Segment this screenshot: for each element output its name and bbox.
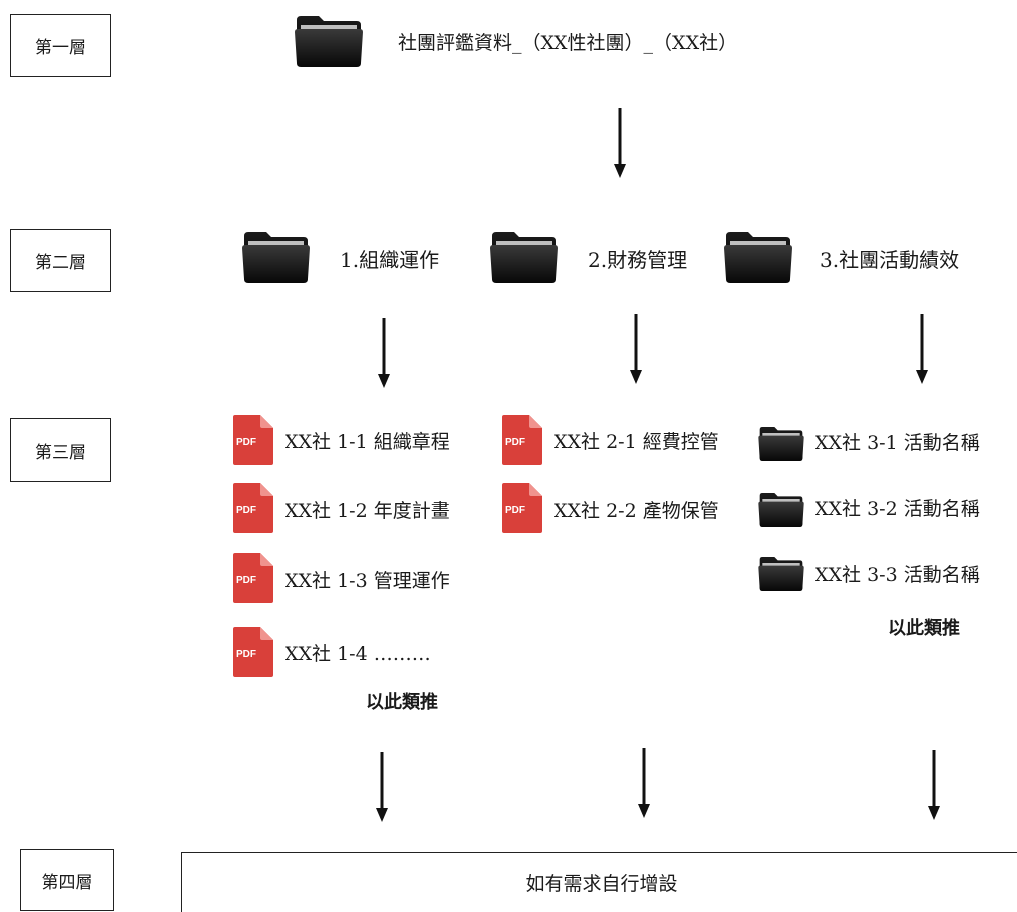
layer-4-text: 第四層: [41, 872, 93, 893]
file-1-4-label[interactable]: XX社 1-4 ………: [285, 643, 431, 665]
folder-icon[interactable]: [240, 228, 312, 284]
file-1-2-label[interactable]: XX社 1-2 年度計畫: [285, 500, 450, 522]
pdf-badge: PDF: [236, 437, 256, 448]
folder-icon[interactable]: [757, 424, 805, 462]
file-2-2-label[interactable]: XX社 2-2 產物保管: [554, 500, 719, 522]
folder-icon[interactable]: [757, 490, 805, 528]
pdf-badge: PDF: [236, 649, 256, 660]
pdf-file-2-1[interactable]: PDF: [499, 414, 543, 466]
bottom-note: 如有需求自行增設: [525, 873, 678, 895]
root-folder-label[interactable]: 社團評鑑資料_（XX性社團）_（XX社）: [398, 32, 738, 54]
arrow-down-icon: [614, 108, 626, 178]
category-1-label[interactable]: 1.組織運作: [340, 248, 440, 272]
layer-3-label: 第三層: [10, 418, 111, 482]
category-3-label[interactable]: 3.社團活動績效: [820, 248, 960, 272]
layer-1-text: 第一層: [35, 38, 86, 58]
layer-4-label: 第四層: [20, 849, 114, 911]
file-1-3-label[interactable]: XX社 1-3 管理運作: [285, 570, 450, 592]
file-2-1-label[interactable]: XX社 2-1 經費控管: [554, 431, 719, 453]
pdf-file-1-1[interactable]: PDF: [230, 414, 274, 466]
folder-3-1-label[interactable]: XX社 3-1 活動名稱: [815, 432, 980, 454]
layer-3-text: 第三層: [35, 442, 86, 463]
file-1-1-label[interactable]: XX社 1-1 組織章程: [285, 431, 450, 453]
arrow-down-icon: [630, 314, 642, 384]
folder-3-3-label[interactable]: XX社 3-3 活動名稱: [815, 564, 980, 586]
col3-etc-note: 以此類推: [888, 618, 960, 639]
pdf-file-1-4[interactable]: PDF: [230, 626, 274, 678]
layer-1-label: 第一層: [10, 14, 111, 77]
folder-icon[interactable]: [488, 228, 560, 284]
pdf-badge: PDF: [505, 437, 525, 448]
pdf-file-1-3[interactable]: PDF: [230, 552, 274, 604]
folder-3-2-label[interactable]: XX社 3-2 活動名稱: [815, 498, 980, 520]
category-2-label[interactable]: 2.財務管理: [588, 248, 688, 272]
folder-icon[interactable]: [293, 12, 365, 68]
col1-etc-note: 以此類推: [366, 692, 438, 713]
arrow-down-icon: [376, 752, 388, 822]
arrow-down-icon: [378, 318, 390, 388]
pdf-file-2-2[interactable]: PDF: [499, 482, 543, 534]
folder-icon[interactable]: [722, 228, 794, 284]
folder-icon[interactable]: [757, 554, 805, 592]
layer-2-label: 第二層: [10, 229, 111, 292]
pdf-file-1-2[interactable]: PDF: [230, 482, 274, 534]
layer-2-text: 第二層: [35, 253, 86, 273]
arrow-down-icon: [638, 748, 650, 818]
pdf-badge: PDF: [236, 505, 256, 516]
arrow-down-icon: [916, 314, 928, 384]
pdf-badge: PDF: [505, 505, 525, 516]
layer-4-content-box: 如有需求自行增設: [181, 852, 1017, 912]
arrow-down-icon: [928, 750, 940, 820]
pdf-badge: PDF: [236, 575, 256, 586]
